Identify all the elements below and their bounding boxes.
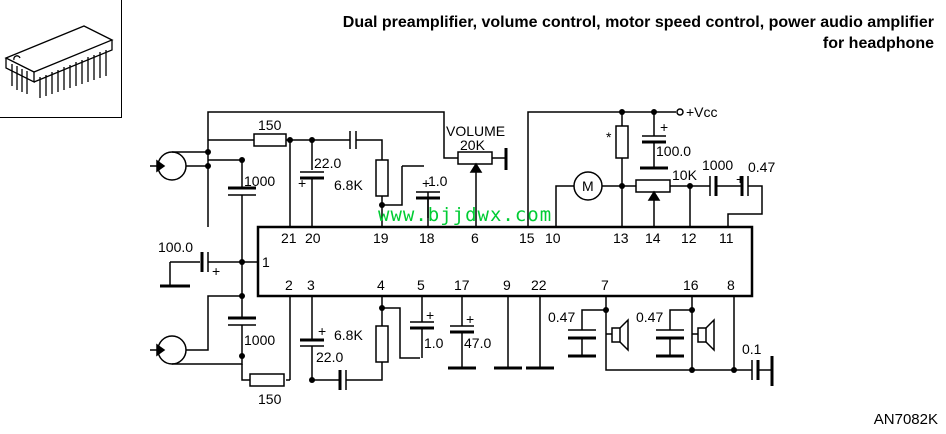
label-c1000-top: 1000 [244,173,275,189]
pin-label: 19 [373,230,389,246]
label-c22-top: 22.0 [314,155,341,171]
watermark: www.bjjdwx.com [378,204,553,226]
label-r150-top: 150 [258,117,282,133]
label-c1000-bottom: 1000 [244,332,275,348]
plus-sign: + [212,263,220,279]
label-c1-bottom: 1.0 [424,335,444,351]
plus-sign: + [736,171,744,187]
label-volume-value: 20K [460,137,486,153]
label-c1-top: 1.0 [428,173,448,189]
plus-sign: + [466,311,474,327]
pin-label: 14 [645,230,661,246]
pin-label: 1 [262,254,270,270]
pin-label: 5 [417,277,425,293]
resistor-star [615,125,629,159]
pin-label: 21 [281,230,297,246]
page-title: Dual preamplifier, volume control, motor… [343,12,934,54]
label-r68-top: 6.8K [334,177,363,193]
plus-sign: + [298,175,306,191]
label-c047-top: 0.47 [748,159,775,175]
pin-label: 12 [681,230,697,246]
label-c100-right: 100.0 [656,143,691,159]
pin-label: 15 [519,230,535,246]
pin-label: 7 [601,277,609,293]
pins-bottom: 2 3 4 5 17 9 22 7 16 8 [285,277,735,293]
label-c047-a: 0.47 [548,309,575,325]
label-c1000-right: 1000 [702,157,733,173]
pin-label: 11 [719,230,734,246]
pin-label: 2 [285,277,293,293]
pins-top: 21 20 19 18 6 15 10 13 14 12 11 [281,230,734,246]
pin-label: 16 [683,277,699,293]
pin-label: 9 [503,277,511,293]
pin-label: 8 [727,277,735,293]
speaker-right-icon [697,327,707,343]
title-line-2: for headphone [822,35,934,52]
label-volume: VOLUME [446,123,505,139]
plus-sign: + [422,175,430,191]
label-c047-b: 0.47 [636,309,663,325]
resistor-6k8-bottom [375,325,389,363]
plus-sign: + [660,119,668,135]
vcc-terminal [676,108,684,116]
pin-label: 3 [307,277,315,293]
label-vcc: +Vcc [686,104,718,120]
label-r150-bottom: 150 [258,391,282,407]
pin-label: 20 [305,230,321,246]
plus-sign: + [426,307,434,323]
pin-label: 13 [613,230,629,246]
label-motor: M [582,178,594,194]
pin-label: 18 [419,230,435,246]
label-r10k: 10K [672,167,698,183]
label-star: * [606,129,612,145]
resistor-150-bottom [249,373,285,387]
label-c100-left: 100.0 [158,239,193,255]
volume-potentiometer [457,151,493,165]
label-c22-bottom: 22.0 [316,349,343,365]
title-line-1: Dual preamplifier, volume control, motor… [342,14,934,31]
pin-label: 6 [471,230,479,246]
speaker-left-icon [611,327,621,343]
ic-package-icon [4,25,114,98]
figure-code: AN7082K [873,411,938,428]
label-r68-bottom: 6.8K [334,327,363,343]
pin-label: 22 [531,277,547,293]
ic-package-frame [0,0,122,118]
pin-label: 10 [545,230,561,246]
potentiometer-10k [635,179,671,193]
resistor-6k8-top [375,159,389,197]
plus-sign: + [318,323,326,339]
pin-label: 17 [454,277,470,293]
label-c47: 47.0 [464,335,491,351]
label-c01: 0.1 [742,341,762,357]
pin-label: 4 [377,277,385,293]
resistor-150-top [253,133,287,147]
